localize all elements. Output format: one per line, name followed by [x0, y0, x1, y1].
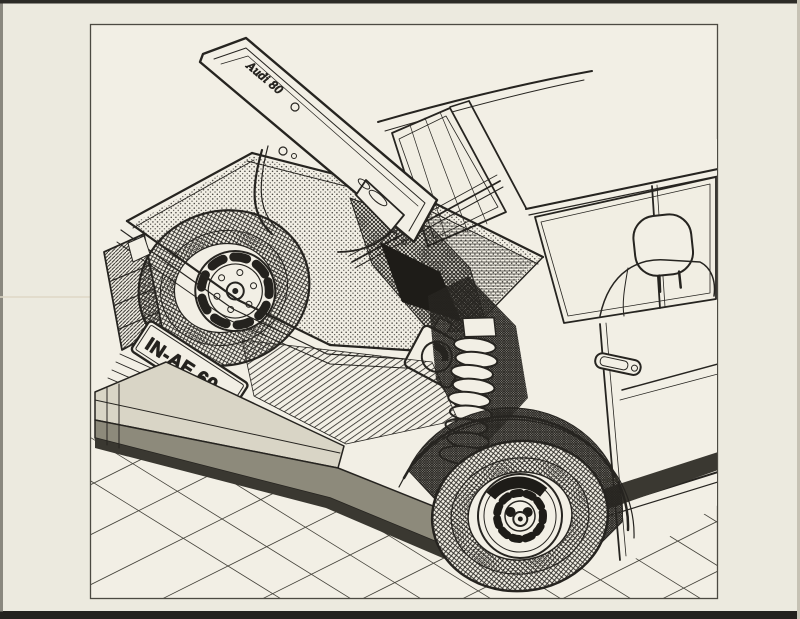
- artist-signature: DEA: [603, 475, 619, 485]
- brake-shadow: [486, 476, 548, 500]
- shaded-valance: [241, 339, 459, 445]
- photo-bottom-edge: [0, 611, 800, 619]
- bumper-rub-strip: [95, 438, 456, 562]
- brake-drum-teeth: [493, 489, 547, 543]
- spare-wheel: [137, 209, 311, 367]
- spare-wheel-rim: [194, 250, 277, 333]
- hinge-rods: [253, 145, 392, 253]
- rear-wheel: [430, 439, 610, 593]
- bumper-top-face: [94, 361, 345, 469]
- trunk-lid: Audi 80: [198, 36, 439, 253]
- c-pillar: [449, 100, 527, 209]
- door-handle: [594, 352, 642, 376]
- photo-top-edge: [0, 0, 800, 4]
- rear-axle: [398, 407, 635, 593]
- roof-line: [377, 70, 593, 123]
- roof-rail: [525, 168, 717, 210]
- photo-right-edge: [797, 0, 800, 619]
- fender-lip: [402, 414, 630, 532]
- bumper: [94, 361, 469, 562]
- reverse-light-cell: [127, 235, 151, 263]
- photo-left-edge: [0, 3, 3, 612]
- seat-back: [599, 259, 716, 317]
